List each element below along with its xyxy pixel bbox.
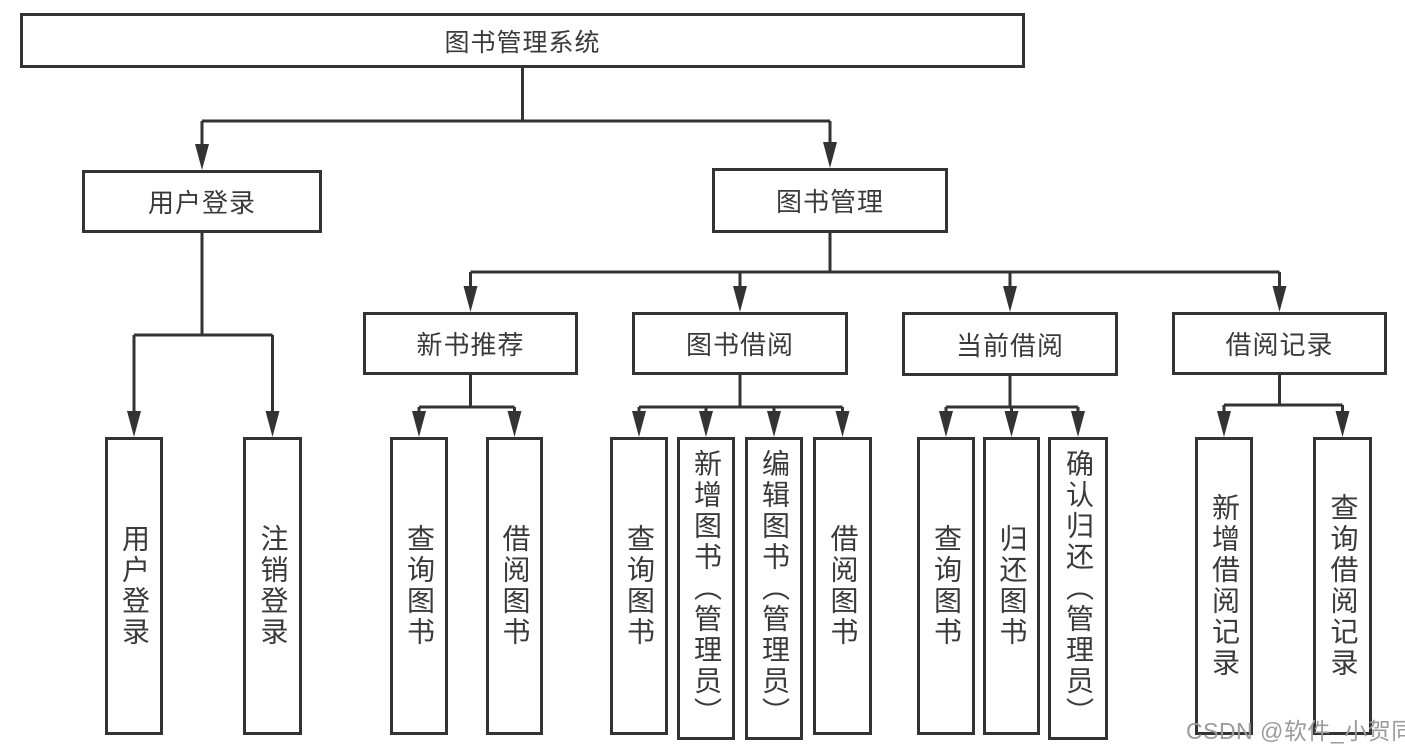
node-label: 用户登录: [147, 188, 256, 218]
arrowhead-icon: [823, 142, 837, 168]
node-leaf-query-borrow-record: 查询借阅记录: [1313, 437, 1372, 735]
arrowhead-icon: [507, 411, 522, 437]
node-leaf-add-borrow-record: 新增借阅记录: [1195, 437, 1253, 735]
node-label: 图书管理: [775, 187, 884, 217]
node-leaf-query-books-3: 查询图书: [917, 437, 975, 735]
node-label: 查询借阅记录: [1327, 493, 1359, 679]
node-leaf-query-books-2: 查询图书: [610, 437, 668, 735]
arrowhead-icon: [1071, 411, 1085, 437]
edge-book-borrowing: [637, 375, 844, 419]
arrowhead-icon: [939, 411, 953, 437]
node-label: 查询图书: [624, 524, 655, 648]
node-book-management: 图书管理: [712, 168, 948, 233]
node-current-borrowing: 当前借阅: [902, 312, 1118, 376]
node-leaf-add-books: 新增图书（管理员）: [677, 437, 735, 740]
node-label: 图书管理系统: [444, 28, 601, 57]
node-leaf-borrow-books-1: 借阅图书: [486, 437, 543, 735]
csdn-watermark: CSDN @软件_小贺同学: [1186, 718, 1405, 744]
node-label: 新书推荐: [416, 330, 525, 360]
node-label: 编辑图书（管理员）: [759, 449, 790, 728]
node-borrowing-records: 借阅记录: [1172, 312, 1387, 375]
node-root: 图书管理系统: [20, 13, 1025, 68]
edge-current-borrowing: [944, 376, 1080, 419]
edge-book-management: [469, 233, 1281, 294]
node-label: 当前借阅: [955, 330, 1064, 361]
edge-root: [200, 68, 832, 152]
node-label: 借阅图书: [827, 524, 859, 648]
node-label: 确认归还（管理员）: [1063, 449, 1094, 728]
node-leaf-user-login: 用户登录: [105, 437, 163, 735]
arrowhead-icon: [835, 411, 850, 437]
node-label: 借阅图书: [499, 524, 531, 648]
node-book-borrowing: 图书借阅: [632, 312, 848, 375]
arrowhead-icon: [733, 286, 747, 312]
node-leaf-query-books-1: 查询图书: [390, 437, 448, 735]
edge-borrowing-records: [1222, 375, 1344, 419]
node-leaf-borrow-books-2: 借阅图书: [813, 437, 872, 735]
edge-new-book-recommend: [417, 375, 516, 419]
node-label: 新增借阅记录: [1209, 493, 1240, 679]
node-label: 用户登录: [119, 524, 150, 648]
arrowhead-icon: [1335, 411, 1350, 437]
arrowhead-icon: [699, 411, 713, 437]
node-leaf-confirm-return: 确认归还（管理员）: [1048, 437, 1108, 740]
node-user-login: 用户登录: [82, 170, 322, 233]
node-label: 归还图书: [996, 524, 1028, 648]
node-leaf-edit-books: 编辑图书（管理员）: [745, 437, 803, 740]
node-label: 借阅记录: [1225, 330, 1334, 360]
arrowhead-icon: [195, 144, 209, 170]
arrowhead-icon: [265, 411, 280, 437]
node-new-book-recommend: 新书推荐: [363, 312, 578, 375]
node-leaf-logout: 注销登录: [243, 437, 302, 735]
node-leaf-return-books: 归还图书: [983, 437, 1040, 735]
edge-user-login: [132, 233, 274, 419]
arrowhead-icon: [1004, 411, 1019, 437]
arrowhead-icon: [1272, 286, 1287, 312]
node-label: 新增图书（管理员）: [691, 449, 722, 728]
node-label: 查询图书: [931, 524, 962, 648]
node-label: 图书借阅: [685, 330, 794, 360]
node-label: 注销登录: [257, 524, 289, 648]
arrowhead-icon: [1217, 411, 1231, 437]
arrowhead-icon: [412, 411, 426, 437]
arrowhead-icon: [632, 411, 646, 437]
arrowhead-icon: [463, 286, 478, 312]
arrowhead-icon: [767, 411, 781, 437]
arrowhead-icon: [1003, 286, 1017, 312]
node-label: 查询图书: [404, 524, 435, 648]
arrowhead-icon: [127, 411, 141, 437]
